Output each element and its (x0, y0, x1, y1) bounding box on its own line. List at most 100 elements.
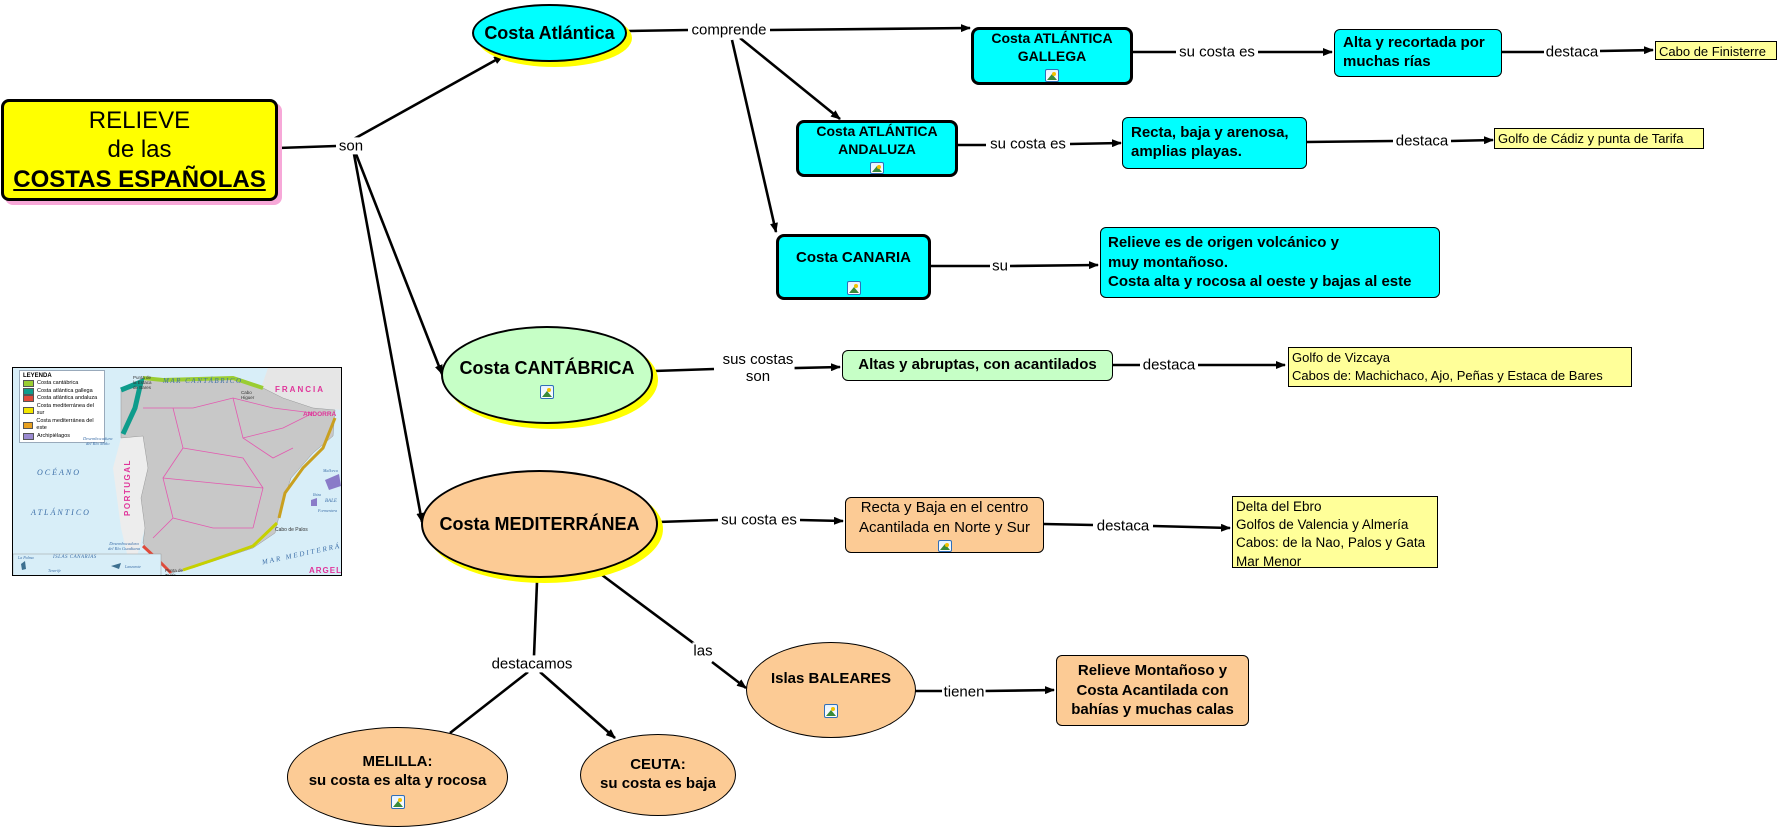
map-legend-item: Costa mediterránea del este (23, 418, 101, 433)
link-label-su-costa-es-andaluza: su costa es (989, 135, 1067, 153)
node-islas-baleares[interactable]: Islas BALEARES (746, 642, 916, 738)
edge-label-andaluza-note (1450, 136, 1494, 145)
image-attachment-icon[interactable] (390, 794, 405, 809)
legend-swatch (23, 387, 34, 395)
node-costa-mediterranea[interactable]: Costa MEDITERRÁNEA (421, 470, 658, 578)
node-baleares-description[interactable]: Relieve Montañoso y Costa Acantilada con… (1056, 655, 1249, 726)
map-label-formentera: Formentera (318, 508, 338, 513)
legend-label: Costa mediterránea del este (36, 417, 94, 432)
edge-medit-destacamos (532, 581, 539, 657)
node-costa-cantabrica[interactable]: Costa CANTÁBRICA (441, 326, 653, 424)
map-coast-medit-sur (182, 521, 279, 572)
link-label-destaca-medit: destaca (1095, 517, 1151, 535)
legend-label: Costa mediterránea del sur (36, 402, 94, 417)
map-mallorca (325, 474, 341, 490)
legend-swatch (23, 380, 34, 388)
map-legend-item: Costa mediterránea del sur (23, 403, 101, 418)
edge-root-son (277, 144, 337, 150)
map-label-cabo-palos: Cabo de Palos (275, 527, 308, 533)
image-attachment-icon[interactable] (824, 704, 838, 719)
note-golfo-cadiz[interactable]: Golfo de Cádiz y punta de Tarifa (1494, 128, 1704, 149)
image-attachment-icon[interactable] (870, 162, 884, 174)
link-label-su-canaria: su (991, 257, 1009, 275)
node-label: Relieve es de origen volcánico y muy mon… (1108, 234, 1412, 291)
root-title-line1: RELIEVE (88, 107, 191, 135)
node-label: Costa ATLÁNTICA ANDALUZA (816, 123, 938, 157)
map-label-atlantico: ATLÁNTICO (31, 508, 91, 517)
image-attachment-icon[interactable] (540, 385, 554, 400)
node-cantabrica-description[interactable]: Altas y abruptas, con acantilados (842, 350, 1113, 381)
node-ceuta[interactable]: CEUTA: su costa es baja (580, 734, 736, 816)
node-melilla[interactable]: MELILLA: su costa es alta y rocosa (287, 727, 508, 827)
edge-label-canaria-desc (1009, 261, 1099, 270)
root-concept[interactable]: RELIEVE de las COSTAS ESPAÑOLAS (1, 99, 278, 201)
map-label-tenerife: Tenerife (48, 568, 61, 573)
edge-las-baleares (711, 660, 747, 690)
map-label-islas-canarias: ISLAS CANARIAS (53, 555, 97, 560)
map-label-lanzarote: Lanzarote (125, 564, 142, 569)
legend-label: Costa cantábrica (37, 380, 79, 386)
map-coast-medit-este (277, 417, 337, 519)
legend-swatch (23, 432, 34, 440)
map-label-mallorca: Mallorca (323, 468, 338, 473)
map-legend-item: Costa cantábrica (23, 380, 101, 388)
link-label-destaca-cantabrica: destaca (1141, 356, 1197, 374)
edge-atlantica-comprende (627, 28, 689, 33)
edge-medit-label (657, 518, 719, 524)
legend-label: Archipiélagos (37, 432, 71, 439)
note-delta-ebro[interactable]: Delta del Ebro Golfos de Valencia y Alme… (1232, 496, 1438, 569)
map-legend-item: Archipiélagos (23, 433, 101, 441)
link-label-destaca-gallega: destaca (1544, 43, 1600, 61)
link-label-su-costa-es-medit: su costa es (720, 511, 798, 529)
edge-destacamos-ceuta (539, 671, 616, 739)
map-france (261, 368, 341, 410)
edge-label-andaluza-desc (1069, 139, 1122, 148)
node-costa-atlantica[interactable]: Costa Atlántica (472, 4, 627, 62)
image-attachment-icon[interactable] (937, 539, 952, 552)
node-label: Islas BALEARES (770, 669, 892, 687)
node-mediterranea-description[interactable]: Recta y Baja en el centro Acantilada en … (845, 497, 1044, 553)
note-cabo-finisterre[interactable]: Cabo de Finisterre (1655, 41, 1777, 60)
node-label: MELILLA: su costa es alta y rocosa (308, 753, 487, 789)
root-title-line3: COSTAS ESPAÑOLAS (13, 165, 266, 193)
edge-label-medit-note (1152, 523, 1231, 532)
map-label-punta-tarifa: Punta de Tarifa (165, 568, 184, 576)
edge-andaluza-desc-label (1305, 139, 1394, 144)
spain-coast-map-image[interactable]: LEYENDA Costa cantábrica Costa atlántica… (12, 367, 342, 576)
node-gallega-description[interactable]: Alta y recortada por muchas rías (1334, 29, 1502, 77)
map-legend-item: Costa atlántica gallega (23, 388, 101, 396)
node-costa-atlantica-gallega[interactable]: Costa ATLÁNTICA GALLEGA (971, 27, 1133, 85)
note-golfo-vizcaya[interactable]: Golfo de Vizcaya Cabos de: Machichaco, A… (1288, 347, 1632, 387)
map-region-borders (143, 397, 314, 539)
edge-label-medit-desc (799, 516, 844, 525)
link-label-destaca-andaluza: destaca (1394, 132, 1450, 150)
link-label-su-costa-es-gallega: su costa es (1178, 43, 1256, 61)
edge-son-atlantica (351, 54, 504, 142)
node-label: Costa CANARIA (795, 248, 911, 266)
image-attachment-icon[interactable] (1045, 69, 1059, 82)
edge-comprende-gallega (769, 24, 971, 33)
map-label-punta-estaca: Punta de la Estaca de Bares (133, 375, 152, 390)
map-coast-cantabrica (142, 375, 264, 390)
node-andaluza-description[interactable]: Recta, baja y arenosa, amplias playas. (1122, 117, 1307, 169)
node-costa-atlantica-andaluza[interactable]: Costa ATLÁNTICA ANDALUZA (796, 120, 958, 177)
legend-swatch (23, 395, 34, 403)
node-costa-canaria[interactable]: Costa CANARIA (776, 234, 931, 300)
node-label: Costa MEDITERRÁNEA (439, 513, 640, 534)
map-label-francia: FRANCIA (275, 385, 325, 394)
node-canaria-description[interactable]: Relieve es de origen volcánico y muy mon… (1100, 227, 1440, 298)
edge-label-gallega-note (1599, 46, 1654, 55)
map-label-cabo-higuer: Cabo Higuer (241, 390, 255, 400)
image-attachment-icon[interactable] (846, 281, 861, 296)
legend-swatch (23, 421, 34, 429)
map-label-rio-guadiana: Desembocadura del Río Guadiana (108, 541, 140, 551)
node-label: CEUTA: su costa es baja (600, 756, 716, 792)
link-label-tienen: tienen (942, 683, 986, 701)
link-label-son: son (337, 137, 365, 155)
map-label-baleares: BALE (325, 499, 337, 504)
edge-comprende-canaria (730, 39, 778, 233)
map-ibiza (311, 498, 317, 506)
map-label-oceano: OCÉANO (37, 468, 81, 477)
node-label: Altas y abruptas, con acantilados (858, 356, 1097, 374)
